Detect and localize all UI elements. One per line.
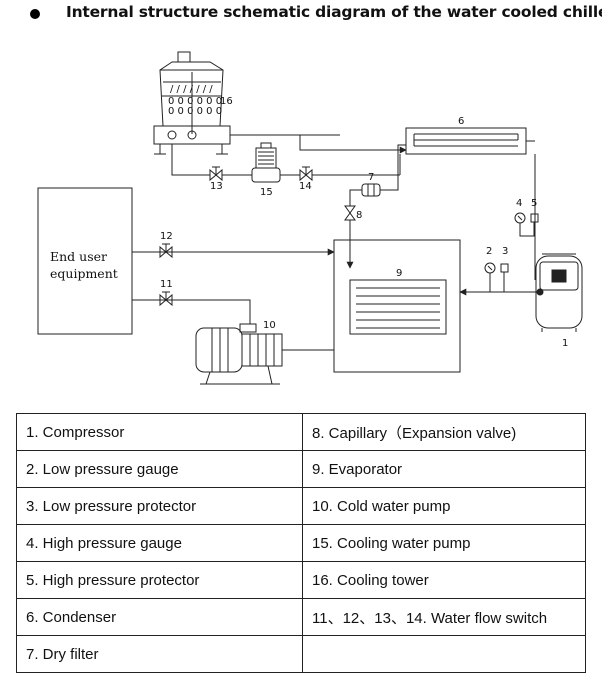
legend-cell: 10. Cold water pump bbox=[302, 487, 586, 525]
label-8: 8 bbox=[356, 210, 362, 221]
legend-row: 5. High pressure protector 16. Cooling t… bbox=[16, 561, 586, 599]
label-6: 6 bbox=[458, 116, 464, 127]
legend-cell: 8. Capillary（Expansion valve) bbox=[302, 413, 586, 451]
label-12: 12 bbox=[160, 231, 173, 242]
label-16: 16 bbox=[220, 96, 233, 107]
valve-14 bbox=[299, 166, 313, 182]
legend-row: 3. Low pressure protector 10. Cold water… bbox=[16, 487, 586, 525]
legend-cell: 5. High pressure protector bbox=[16, 561, 303, 599]
end-user-equipment bbox=[37, 187, 133, 335]
capillary bbox=[344, 205, 356, 221]
legend-row: 6. Condenser 11、12、13、14. Water flow swi… bbox=[16, 598, 586, 636]
label-5: 5 bbox=[531, 198, 537, 209]
condenser bbox=[405, 127, 527, 155]
bullet-icon bbox=[30, 9, 40, 19]
cold-water-pump bbox=[195, 323, 283, 385]
label-15: 15 bbox=[260, 187, 273, 198]
page-title: Internal structure schematic diagram of … bbox=[66, 3, 602, 21]
end-user-label-line1: End user bbox=[50, 249, 107, 264]
evaporator bbox=[333, 239, 461, 373]
legend-cell: 15. Cooling water pump bbox=[302, 524, 586, 562]
dry-filter bbox=[361, 183, 381, 197]
legend-cell bbox=[302, 635, 586, 673]
legend-cell: 7. Dry filter bbox=[16, 635, 303, 673]
valve-12 bbox=[159, 245, 173, 259]
label-10: 10 bbox=[263, 320, 276, 331]
legend-cell: 11、12、13、14. Water flow switch bbox=[302, 598, 586, 636]
label-3: 3 bbox=[502, 246, 508, 257]
label-2: 2 bbox=[486, 246, 492, 257]
label-13: 13 bbox=[210, 181, 223, 192]
header: Internal structure schematic diagram of … bbox=[0, 0, 602, 30]
legend-row: 7. Dry filter bbox=[16, 635, 586, 673]
label-14: 14 bbox=[299, 181, 312, 192]
chiller-schematic: / / / / / / / 0 0 0 0 0 0 0 0 0 0 0 0 bbox=[37, 51, 583, 385]
label-7: 7 bbox=[368, 172, 374, 183]
label-1: 1 bbox=[562, 338, 568, 349]
legend-cell: 16. Cooling tower bbox=[302, 561, 586, 599]
svg-text:0 0 0 0 0 0: 0 0 0 0 0 0 bbox=[168, 96, 222, 107]
legend-cell: 1. Compressor bbox=[16, 413, 303, 451]
legend-cell: 4. High pressure gauge bbox=[16, 524, 303, 562]
svg-text:0 0 0 0 0 0: 0 0 0 0 0 0 bbox=[168, 106, 222, 117]
legend-cell: 2. Low pressure gauge bbox=[16, 450, 303, 488]
valve-13 bbox=[209, 166, 223, 182]
compressor bbox=[535, 253, 583, 332]
cooling-water-pump bbox=[248, 142, 284, 183]
label-9: 9 bbox=[396, 268, 402, 279]
label-11: 11 bbox=[160, 279, 173, 290]
legend-row: 1. Compressor 8. Capillary（Expansion val… bbox=[16, 413, 586, 451]
legend-row: 2. Low pressure gauge 9. Evaporator bbox=[16, 450, 586, 488]
cooling-tower: / / / / / / / 0 0 0 0 0 0 0 0 0 0 0 0 bbox=[153, 51, 231, 155]
component-legend-table: 1. Compressor 8. Capillary（Expansion val… bbox=[16, 413, 586, 673]
legend-cell: 3. Low pressure protector bbox=[16, 487, 303, 525]
legend-cell: 9. Evaporator bbox=[302, 450, 586, 488]
valve-11 bbox=[159, 293, 173, 307]
label-4: 4 bbox=[516, 198, 522, 209]
legend-row: 4. High pressure gauge 15. Cooling water… bbox=[16, 524, 586, 562]
legend-cell: 6. Condenser bbox=[16, 598, 303, 636]
end-user-label-line2: equipment bbox=[50, 266, 118, 281]
